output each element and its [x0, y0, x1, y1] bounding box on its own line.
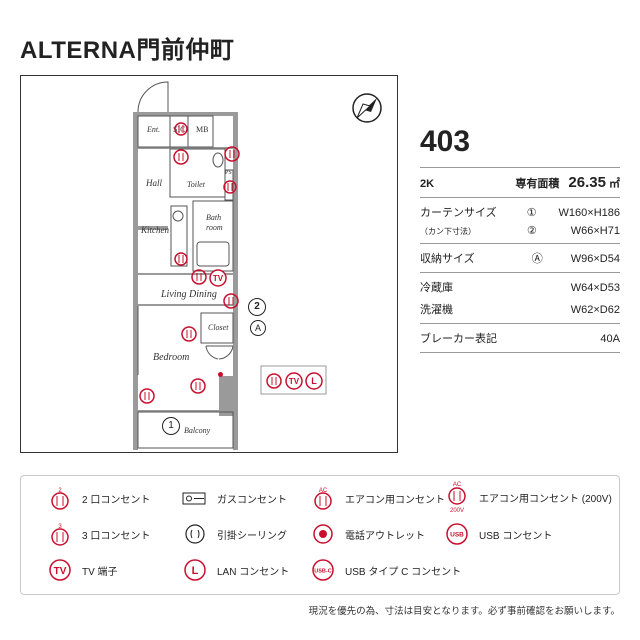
legend-ac200-volt: 200V: [450, 508, 464, 514]
room-ps: PS: [225, 170, 232, 176]
curtain-sub-label: （カン下寸法）: [420, 227, 476, 236]
area-value: 26.35: [568, 174, 606, 191]
unit-number: 403: [420, 125, 471, 158]
property-title: ALTERNA門前仲町: [20, 37, 235, 64]
phone-outlet-icon: [218, 372, 223, 377]
gas-outlet-icon: [181, 484, 209, 512]
legend-ac200-label: AC: [453, 482, 462, 488]
storage-mark: Ⓐ: [531, 253, 543, 265]
room-balcony: Balcony: [184, 426, 211, 435]
legend-item-ac: AC エアコン用コンセント: [309, 484, 445, 512]
legend-label: USB タイプ C コンセント: [345, 566, 462, 578]
outlet-3-icon: 3: [46, 520, 74, 548]
storage-value: W96×D54: [570, 253, 620, 265]
washer-label: 洗濯機: [420, 304, 453, 316]
legend-usb-label: USB: [450, 532, 464, 539]
curtain-marker-2: 2: [248, 298, 266, 316]
room-mb: MB: [196, 125, 209, 134]
legend-item-usb: USB USB コンセント: [443, 520, 552, 548]
unit-info-panel: 403 2K 専有面積 26.35 ㎡ カーテンサイズ ① W160×H186 （…: [420, 125, 620, 359]
storage-marker-a: A: [250, 320, 266, 336]
legend-label: TV 端子: [82, 566, 118, 578]
room-kitchen: Kitchen: [141, 225, 169, 235]
fridge-label: 冷蔵庫: [420, 282, 453, 294]
legend-item-usbc: USB-C USB タイプ C コンセント: [309, 556, 461, 584]
room-toilet: Toilet: [187, 180, 205, 189]
breaker-value: 40A: [600, 333, 620, 345]
legend-item-lan: L LAN コンセント: [181, 556, 289, 584]
tv-terminal-icon: TV: [46, 556, 74, 584]
legend-label: エアコン用コンセント (200V): [479, 493, 612, 505]
curtain-label: カーテンサイズ: [420, 207, 497, 219]
storage-label: 収納サイズ: [420, 253, 475, 265]
area-unit: ㎡: [609, 178, 620, 190]
curtain-2-value: W66×H71: [570, 225, 620, 237]
legend-item-ac200: AC 200V エアコン用コンセント (200V): [443, 480, 612, 514]
floor-plan-drawing: [133, 81, 382, 450]
svg-text:TV: TV: [289, 377, 300, 386]
curtain-marker-1: 1: [162, 417, 180, 435]
legend-lan-label: L: [192, 565, 199, 577]
legend-label: USB コンセント: [479, 530, 553, 542]
area-label: 専有面積: [515, 178, 560, 190]
legend-item-tv: TV TV 端子: [46, 556, 118, 584]
layout-type: 2K: [420, 178, 435, 190]
disclaimer-note: 現況を優先の為、寸法は目安となります。必ず事前確認をお願いします。: [308, 606, 620, 617]
room-bath-2: room: [206, 223, 223, 232]
room-closet: Closet: [208, 323, 229, 332]
ac-200v-outlet-icon: AC 200V: [443, 480, 471, 514]
curtain-2-mark: ②: [526, 225, 537, 237]
room-bath: Bath: [206, 213, 222, 222]
legend-label: 引掛シーリング: [217, 530, 287, 542]
legend-item-outlet2: 2 2 口コンセント: [46, 484, 150, 512]
legend-item-outlet3: 3 3 口コンセント: [46, 520, 150, 548]
ceiling-hook-icon: [181, 520, 209, 548]
svg-text:TV: TV: [213, 274, 224, 283]
legend-label: 2 口コンセント: [82, 494, 151, 506]
washer-value: W62×D62: [570, 304, 620, 316]
outlet-2-icon: 2: [46, 484, 74, 512]
curtain-1-mark: ①: [526, 207, 537, 219]
legend-label: 電話アウトレット: [345, 530, 425, 542]
legend-outlet3-digit: 3: [58, 524, 62, 530]
legend-label: LAN コンセント: [217, 566, 290, 578]
legend-item-gas: ガスコンセント: [181, 484, 287, 512]
breaker-label: ブレーカー表記: [420, 333, 497, 345]
legend-label: ガスコンセント: [217, 494, 287, 506]
legend-usbc-label: USB-C: [314, 569, 331, 575]
lan-outlet-icon: L: [181, 556, 209, 584]
room-hall: Hall: [146, 178, 163, 188]
compass-icon: [352, 93, 382, 123]
legend-outlet2-digit: 2: [58, 488, 62, 494]
fridge-value: W64×D53: [570, 282, 620, 294]
legend-label: エアコン用コンセント: [345, 494, 445, 506]
legend-ac-label: AC: [319, 488, 328, 494]
legend-label: 3 口コンセント: [82, 530, 151, 542]
legend: 2 2 口コンセント ガスコンセント AC エアコン用コンセント AC 200V …: [20, 475, 620, 595]
room-entrance: Ent.: [147, 125, 161, 134]
ac-outlet-icon: AC: [309, 484, 337, 512]
floor-plan: Ent. SIC MB Hall Toilet PS Bath room Kit…: [20, 75, 398, 453]
svg-text:L: L: [311, 376, 317, 386]
usb-outlet-icon: USB: [443, 520, 471, 548]
legend-item-phone: 電話アウトレット: [309, 520, 425, 548]
legend-item-ceiling: 引掛シーリング: [181, 520, 287, 548]
curtain-1-value: W160×H186: [558, 207, 620, 219]
phone-outlet-icon: [309, 520, 337, 548]
legend-tv-label: TV: [54, 566, 67, 577]
room-bedroom: Bedroom: [153, 352, 190, 363]
usb-c-outlet-icon: USB-C: [309, 556, 337, 584]
room-living: Living Dining: [161, 289, 217, 300]
